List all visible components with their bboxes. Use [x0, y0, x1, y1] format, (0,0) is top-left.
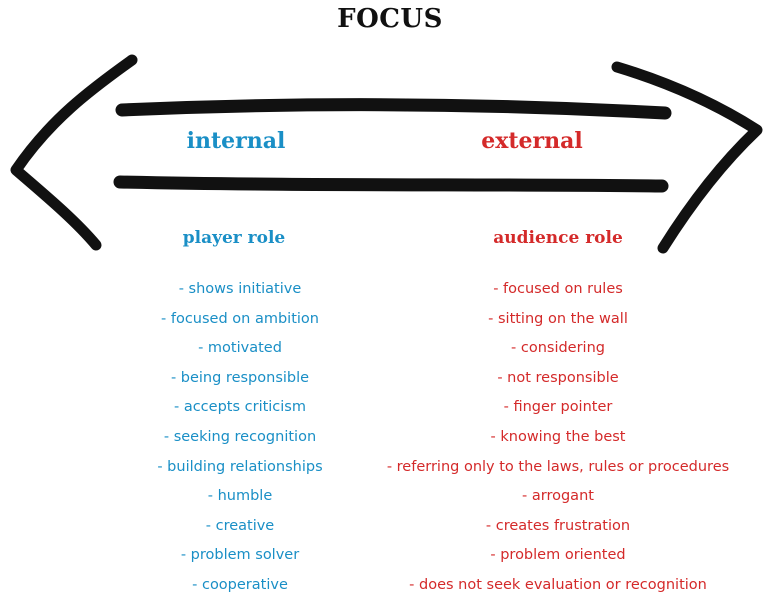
arrow-head-left — [10, 54, 138, 251]
list-item: - not responsible — [497, 369, 619, 386]
list-item: - being responsible — [170, 369, 310, 386]
list-item: - problem solver — [180, 547, 300, 564]
list-item: - creative — [205, 517, 275, 534]
list-item: - considering — [511, 340, 605, 357]
audience-role-list: - focused on rules - sitting on the wall… — [358, 279, 758, 605]
list-item: - accepts criticism — [173, 399, 306, 416]
list-item: - finger pointer — [503, 399, 613, 416]
list-item: - building relationships — [157, 458, 323, 475]
list-item: - shows initiative — [178, 281, 302, 297]
list-item: - does not seek evaluation or recognitio… — [409, 576, 707, 593]
list-item: - arrogant — [522, 488, 594, 505]
list-item: - humble — [207, 488, 273, 505]
list-item: - problem oriented — [490, 547, 626, 564]
external-heading: external — [481, 128, 583, 154]
player-role-list: - shows initiative - focused on ambition… — [110, 279, 370, 605]
internal-heading: internal — [186, 128, 286, 154]
list-item: - focused on rules — [493, 281, 623, 297]
diagram-title: FOCUS — [337, 4, 443, 34]
audience-role-heading: audience role — [493, 228, 623, 248]
arrow-shaft-top — [115, 98, 672, 120]
list-item: - seeking recognition — [163, 428, 317, 445]
list-item: - referring only to the laws, rules or p… — [386, 458, 730, 475]
list-item: - sitting on the wall — [488, 310, 628, 327]
arrow-shaft-bottom — [113, 175, 669, 193]
list-item: - motivated — [198, 340, 282, 357]
player-role-heading: player role — [182, 228, 286, 248]
arrow-head-right — [611, 61, 763, 254]
list-item: - creates frustration — [485, 517, 631, 534]
list-item: - knowing the best — [490, 428, 626, 445]
list-item: - focused on ambition — [161, 310, 319, 327]
list-item: - cooperative — [192, 576, 288, 593]
